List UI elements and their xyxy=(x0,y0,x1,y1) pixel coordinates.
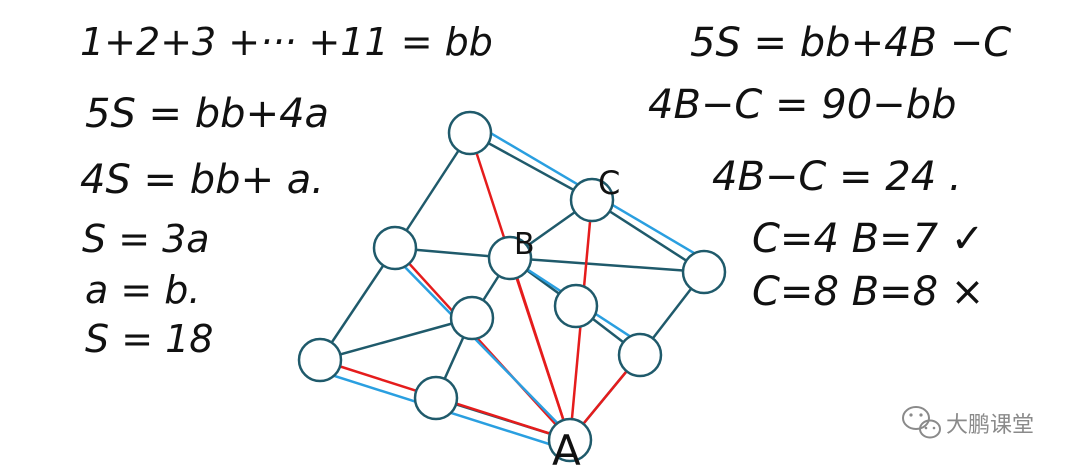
left-note-4s: 4S = bb+ a. xyxy=(80,157,324,203)
left-note-5s: 5S = bb+4a xyxy=(85,91,329,137)
node-left xyxy=(372,225,418,271)
label-b: B xyxy=(514,227,535,262)
right-notes: 5S = bb+4B −C 4B−C = 90−bb 4B−C = 24 . C… xyxy=(648,20,1011,315)
left-note-s18: S = 18 xyxy=(85,317,213,361)
left-note-sum: 1+2+3 +··· +11 = bb xyxy=(80,20,493,64)
edge-b-right xyxy=(509,256,705,274)
node-right xyxy=(681,249,727,295)
watermark-text: 大鹏课堂 xyxy=(946,413,1034,438)
label-c: C xyxy=(598,164,620,202)
watermark: 大鹏课堂 xyxy=(902,406,1034,439)
right-note-5s: 5S = bb+4B −C xyxy=(690,20,1011,66)
right-note-c4-b7: C=4 B=7 ✓ xyxy=(752,216,984,262)
left-note-s3a: S = 3a xyxy=(82,217,210,261)
edge-left-bottomleft xyxy=(318,247,397,361)
label-a: A xyxy=(552,426,581,470)
left-note-ab: a = b. xyxy=(85,268,200,312)
blue-line-left-a xyxy=(399,261,573,439)
node-a xyxy=(547,417,593,463)
node-c xyxy=(569,177,615,223)
node-mid-right xyxy=(553,283,599,329)
edge-bottomleft-midleft xyxy=(319,316,473,362)
node-labels: C B A xyxy=(514,164,620,470)
right-note-4b-c-90: 4B−C = 90−bb xyxy=(648,82,956,128)
left-notes: 1+2+3 +··· +11 = bb 5S = bb+4a 4S = bb+ … xyxy=(80,20,493,361)
node-b xyxy=(487,235,533,281)
nodes xyxy=(297,110,727,463)
node-low-right xyxy=(617,332,663,378)
structure-edges xyxy=(318,131,705,442)
node-mid-left xyxy=(449,295,495,341)
edge-top-c xyxy=(469,131,593,202)
red-line-b xyxy=(508,257,572,441)
node-low-left xyxy=(413,375,459,421)
red-line-left xyxy=(394,247,571,441)
wechat-icon xyxy=(902,406,941,439)
edge-top-left xyxy=(393,132,472,249)
right-note-4b-c-24: 4B−C = 24 . xyxy=(712,154,962,200)
node-top xyxy=(447,110,493,156)
right-note-c8-b8: C=8 B=8 × xyxy=(752,269,984,315)
node-bottom-left xyxy=(297,337,343,383)
